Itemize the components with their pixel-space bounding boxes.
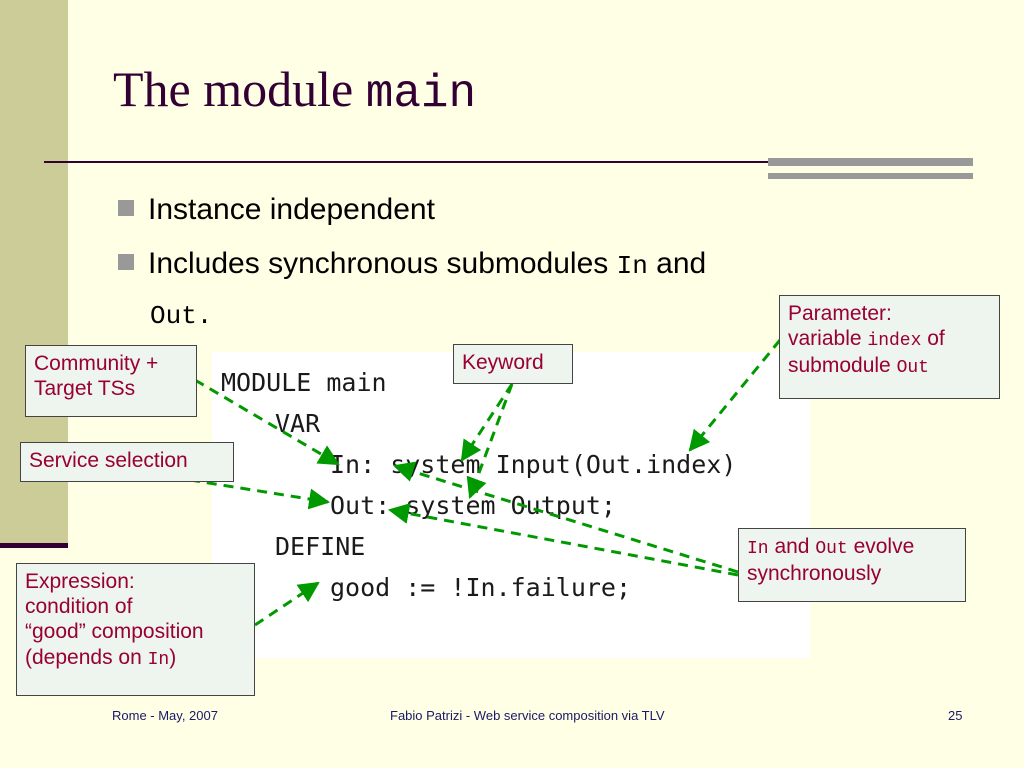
arrow-parameter [688,339,782,452]
callout-parameter-line1: Parameter: [788,302,892,325]
callout-community-line1: Community + [34,352,159,375]
bullet-2: Includes synchronous submodules In and [118,246,706,282]
title-rule [44,161,784,163]
callout-expression-line1: Expression: [25,570,135,593]
callout-in-out: In and Out evolve synchronously [738,528,966,602]
bullet-2-mono-in: In [616,251,648,281]
arrow-keyword-1 [460,383,514,462]
arrow-inout-2 [387,503,739,577]
code-line-2: VAR [275,409,321,438]
callout-parameter: Parameter: variable index of submodule O… [779,295,1000,399]
callout-expression-depends: (depends on [25,645,148,669]
page-number: 25 [948,708,963,723]
callout-parameter-out: Out [896,357,929,378]
callout-inout-line1: In and Out evolve [747,534,957,561]
callout-parameter-line3: submodule Out [788,353,991,380]
callout-expression-line3: “good” composition [25,620,204,644]
code-line-5: DEFINE [275,532,366,561]
arrow-inout-1 [392,461,739,574]
callout-inout-evolve: evolve [847,535,915,558]
code-line-1: MODULE main [221,368,387,397]
side-rule [0,543,68,548]
callout-parameter-line2-tail: of [921,327,945,351]
callout-inout-out: Out [815,539,848,559]
bullet-2-continuation: Out. [150,296,212,332]
footer-center: Fabio Patrizi - Web service composition … [390,708,665,723]
bullet-2-text: Includes synchronous submodules [148,247,617,280]
callout-inout-in: In [747,539,769,559]
callout-parameter-line2: variable index of [788,326,991,353]
title-text: The module [113,61,366,117]
callout-keyword: Keyword [453,344,573,384]
callout-expression-close: ) [169,645,177,669]
arrow-keyword-2 [466,383,514,499]
title-accent-bar-2 [768,173,973,179]
callout-community: Community + Target TSs [25,345,197,417]
callout-inout-line2: synchronously [747,561,882,585]
bullet-1: Instance independent [118,192,435,228]
bullet-square-icon [118,200,134,217]
arrow-community [194,378,340,466]
bullet-1-text: Instance independent [148,193,435,226]
callout-expression-in: In [147,649,170,670]
callout-parameter-line2-text: variable [788,327,868,351]
arrow-service [189,478,331,510]
callout-keyword-text: Keyword [462,351,544,374]
slide-title: The module main [113,62,476,120]
callout-parameter-line3-text: submodule [788,353,897,377]
callout-expression-line2: condition of [25,595,133,619]
bullet-2-mono-out: Out. [150,301,213,331]
callout-inout-and: and [768,535,816,558]
callout-expression-line4: (depends on In) [25,645,246,672]
arrow-expression [254,581,320,627]
footer-date: Rome - May, 2007 [112,708,218,723]
code-line-6: good := !In.failure; [330,573,632,602]
title-mono: main [365,68,477,120]
callout-community-line2: Target TSs [34,377,136,401]
callout-expression: Expression: condition of “good” composit… [16,563,255,696]
bullet-square-icon [118,254,134,271]
callout-service-text: Service selection [29,449,188,472]
callout-parameter-index: index [867,331,922,352]
title-accent-bar [768,158,973,166]
callout-service-selection: Service selection [20,442,234,482]
bullet-2-and: and [647,247,707,280]
